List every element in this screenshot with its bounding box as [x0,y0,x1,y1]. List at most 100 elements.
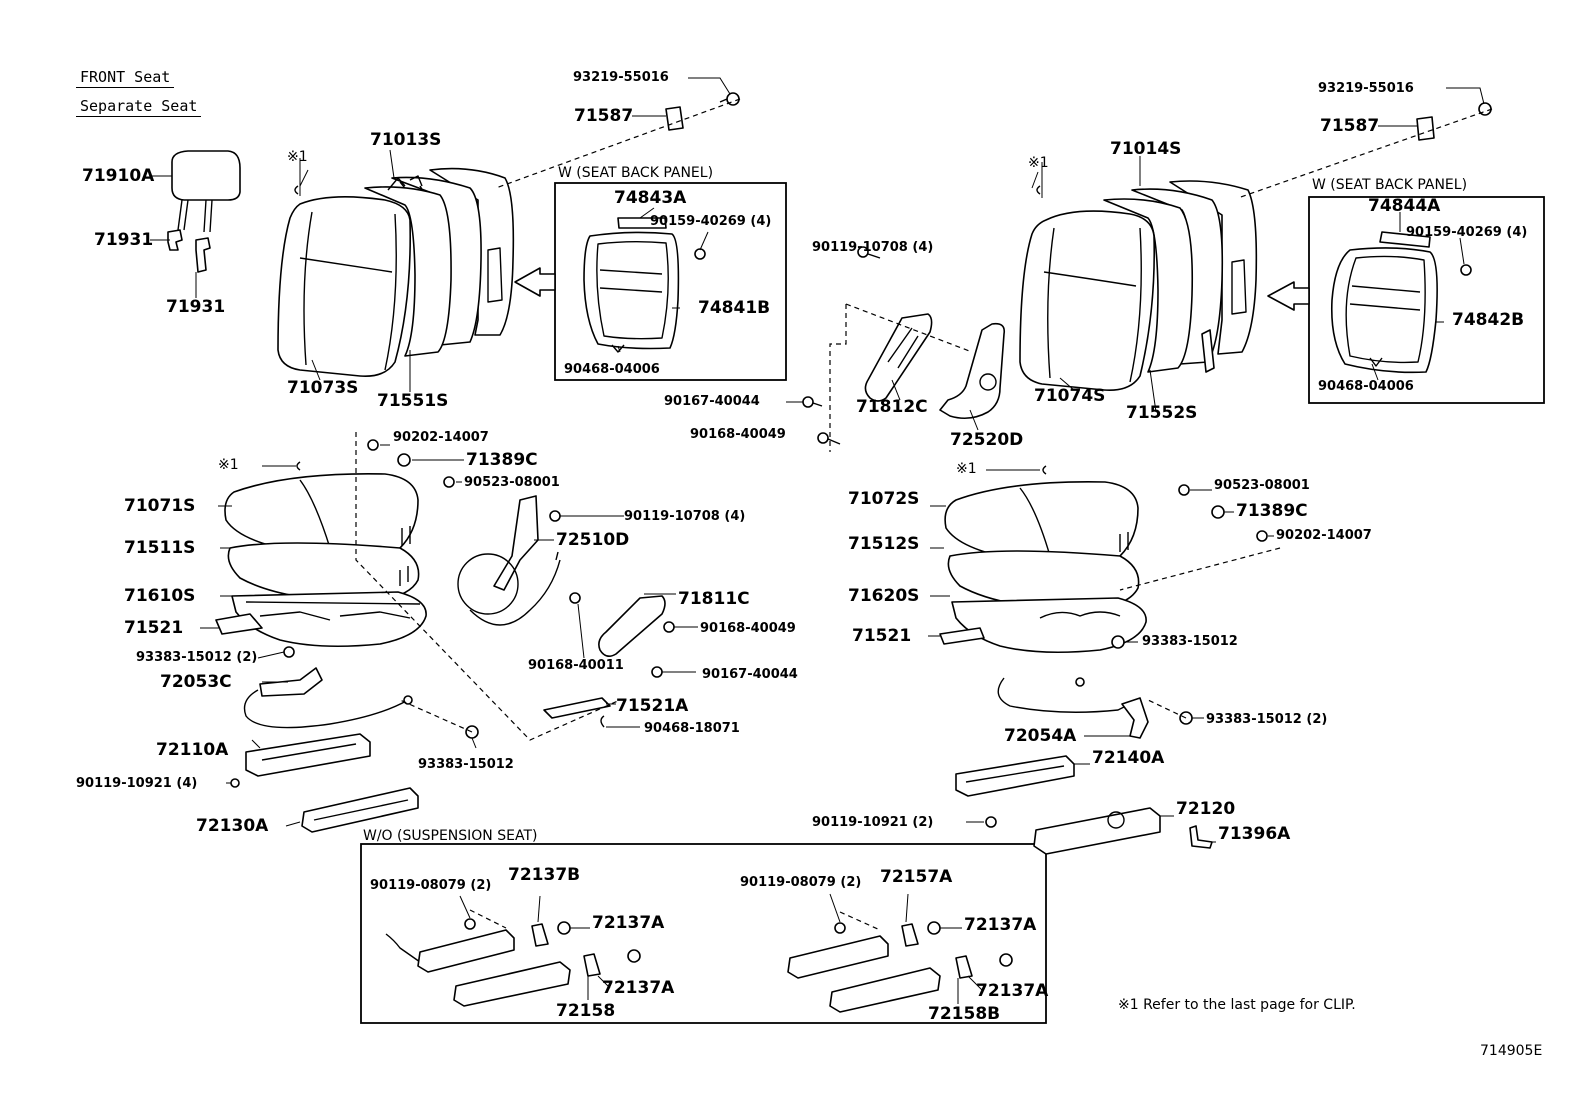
part-71521-right: 71521 [852,626,912,646]
part-93219-55016-left: 93219-55016 [573,70,669,85]
part-71551S: 71551S [377,391,449,411]
dash-bolt-left [495,98,741,189]
headrest-left [171,150,241,233]
dash-susp-right [839,911,881,931]
part-71396A: 71396A [1218,824,1291,844]
part-71074S: 71074S [1034,386,1106,406]
part-90119-08079-right: 90119-08079 (2) [740,875,862,890]
seat-track-72130A [301,787,419,833]
part-71811C: 71811C [678,589,750,609]
part-90119-10921-4: 90119-10921 (4) [76,776,198,791]
part-90523-08001-left: 90523-08001 [464,475,560,490]
part-72110A: 72110A [156,740,229,760]
dash-susp-left [469,909,507,929]
part-71620S: 71620S [848,586,920,606]
part-93383-15012-2-left: 93383-15012 (2) [136,650,258,665]
part-72137A-4: 72137A [976,981,1049,1001]
part-71512S: 71512S [848,534,920,554]
part-90468-04006-right: 90468-04006 [1318,379,1414,394]
footnote-clip: ※1 Refer to the last page for CLIP. [1118,997,1356,1013]
part-72157A: 72157A [880,867,953,887]
bracket-71396A [1189,825,1213,849]
part-71610S: 71610S [124,586,196,606]
suspension-seat-frame [360,843,1047,1024]
cushion-right [939,481,1147,654]
seat-back-left [277,167,515,378]
leader-lines [150,77,1485,1004]
clip-mark-shape-4 [1042,465,1047,475]
recliner-cover-71812C [864,313,933,402]
seat-adjuster-right [997,677,1149,739]
title-separate-seat: Separate Seat [76,97,202,117]
bracket-71587-left [665,106,684,131]
suspension-left-parts [385,918,641,1007]
part-90168-40049-mid: 90168-40049 [700,621,796,636]
clip-mark-shape-1 [294,185,299,195]
arrow-left [514,267,556,297]
part-74844A: 74844A [1368,196,1441,216]
part-93383-15012-left: 93383-15012 [418,757,514,772]
part-72053C: 72053C [160,672,232,692]
part-71521-left: 71521 [124,618,184,638]
dash-recliner-b [845,303,973,353]
part-72520D: 72520D [950,430,1024,450]
part-74843A: 74843A [614,188,687,208]
part-72140A: 72140A [1092,748,1165,768]
seat-track-72120 [985,807,1161,855]
part-90159-40269-right: 90159-40269 (4) [1406,225,1528,240]
part-71013S: 71013S [370,130,442,150]
part-72137A-2: 72137A [602,978,675,998]
clip-mark-cushion-left: ※1 [218,457,239,473]
part-72137B: 72137B [508,865,581,885]
part-90167-40044-mid: 90167-40044 [702,667,798,682]
dash-adjuster-right [1147,699,1187,719]
part-90119-10708-mid: 90119-10708 (4) [624,509,746,524]
clip-mark-shape-3 [296,461,301,471]
part-71014S: 71014S [1110,139,1182,159]
part-71389C-right: 71389C [1236,501,1308,521]
cover-71521A [543,697,611,728]
headrest-support-left [167,229,211,273]
clip-mark-cushion-right: ※1 [956,461,977,477]
part-71910A: 71910A [82,166,155,186]
part-93383-15012-2-right: 93383-15012 (2) [1206,712,1328,727]
clip-mark-back-right: ※1 [1028,155,1049,171]
screw-90119-10708-top [857,246,881,259]
part-93219-55016-right: 93219-55016 [1318,81,1414,96]
part-90202-14007-right: 90202-14007 [1276,528,1372,543]
part-71812C: 71812C [856,397,928,417]
part-71931-a: 71931 [94,230,154,250]
recliner-72510D [457,495,561,626]
suspension-right-parts [787,921,1013,1013]
seat-track-72110A [230,733,371,788]
part-93383-15012-right: 93383-15012 [1142,634,1238,649]
title-front-seat: FRONT Seat [76,68,175,88]
part-71511S: 71511S [124,538,196,558]
cushion-left [215,473,427,648]
part-90202-14007-left: 90202-14007 [393,430,489,445]
dash-cushion-left [355,432,621,741]
part-90168-40011: 90168-40011 [528,658,624,673]
part-74842B: 74842B [1452,310,1525,330]
part-90159-40269-left: 90159-40269 (4) [650,214,772,229]
dash-adjuster-left [399,699,473,733]
part-71587-right: 71587 [1320,116,1380,136]
screw-90167-top [802,396,823,408]
part-71931-b: 71931 [166,297,226,317]
seat-back-panel-right-parts [1330,231,1472,374]
part-72137A-1: 72137A [592,913,665,933]
box-title-suspension-seat: W/O (SUSPENSION SEAT) [363,828,538,844]
seat-back-right [1019,180,1258,392]
dash-recliner-a [829,304,847,452]
part-90167-40044-top: 90167-40044 [664,394,760,409]
box-title-seat-back-panel-left: W (SEAT BACK PANEL) [558,165,714,181]
recliner-72520D [939,322,1006,420]
part-71071S: 71071S [124,496,196,516]
part-74841B: 74841B [698,298,771,318]
part-72137A-3: 72137A [964,915,1037,935]
seat-adjuster-left [243,667,413,729]
cushion-left-fasteners [283,439,455,658]
cover-71811C [598,595,666,658]
